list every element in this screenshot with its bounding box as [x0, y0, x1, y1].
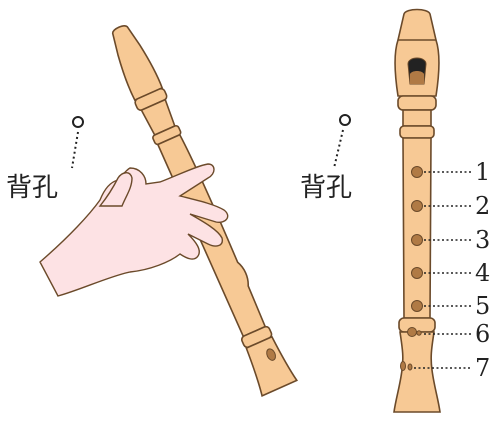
finger-hole-6a [407, 327, 417, 337]
right-recorder-upper-body [402, 109, 432, 127]
right-figure: 1 2 3 4 5 6 7 背孔 [300, 8, 490, 413]
left-recorder-foot [245, 335, 298, 397]
right-recorder-foot [393, 331, 441, 413]
right-recorder-ring-1 [397, 95, 437, 111]
right-back-hole-marker [339, 114, 351, 126]
finger-hole-1 [411, 166, 423, 178]
hole-number-7: 7 [475, 354, 490, 382]
hole-number-2: 2 [475, 192, 490, 220]
finger-hole-7b [407, 363, 413, 371]
left-back-hole-marker [72, 116, 84, 128]
right-recorder-ring-3 [398, 317, 436, 333]
right-recorder-main-body [402, 137, 432, 319]
finger-hole-4 [411, 267, 423, 279]
left-back-hole-leader [71, 131, 79, 169]
finger-hole-2 [411, 200, 423, 212]
right-recorder-head [394, 8, 440, 97]
finger-hole-5 [411, 300, 423, 312]
left-back-hole-label: 背孔 [6, 173, 58, 203]
right-back-hole-label: 背孔 [300, 173, 352, 203]
finger-hole-7a [400, 361, 406, 371]
right-back-hole-leader [333, 129, 344, 169]
hand [39, 163, 229, 297]
left-figure: 背孔 [6, 25, 298, 397]
left-recorder-foot-hole [266, 348, 276, 361]
right-recorder-labium [410, 71, 424, 84]
thumb [98, 172, 133, 207]
right-recorder-ring-2 [399, 125, 435, 139]
hole-number-3: 3 [475, 226, 490, 254]
hole-number-6: 6 [475, 320, 490, 348]
finger-hole-6b [416, 330, 422, 336]
left-recorder-head [111, 25, 164, 102]
hole-number-1: 1 [475, 158, 490, 186]
finger-hole-3 [411, 234, 423, 246]
hole-number-4: 4 [475, 259, 490, 287]
hole-leaders [414, 171, 471, 369]
hole-number-5: 5 [475, 292, 490, 320]
